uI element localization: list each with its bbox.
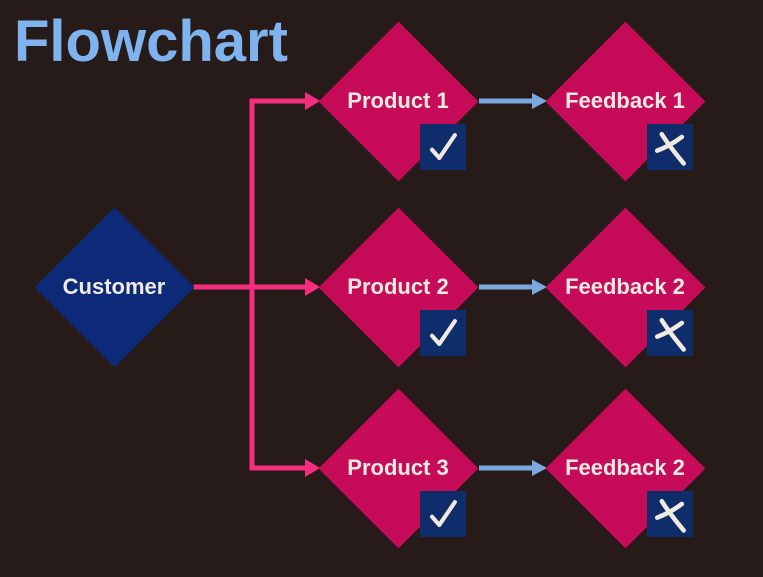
node-label: Feedback 2: [565, 274, 685, 299]
node-label: Product 2: [347, 274, 449, 299]
pink-connector-lines: [193, 98, 309, 471]
page-title: Flowchart: [14, 9, 288, 74]
node-product-1: Product 1: [318, 21, 478, 181]
node-label: Product 1: [347, 88, 449, 113]
cross-icon: [647, 124, 693, 170]
check-icon: [420, 124, 466, 170]
edges-products-to-feedbacks: [479, 93, 547, 476]
node-product-2: Product 2: [318, 207, 478, 367]
node-label: Product 3: [347, 455, 449, 480]
arrowhead-to-product-2: [305, 278, 320, 296]
node-product-3: Product 3: [318, 388, 478, 548]
node-label: Customer: [62, 274, 166, 299]
check-icon: [420, 491, 466, 537]
node-feedback-3: Feedback 2: [545, 388, 705, 548]
node-feedback-2: Feedback 2: [545, 207, 705, 367]
node-label: Feedback 1: [565, 88, 685, 113]
node-label: Feedback 2: [565, 455, 685, 480]
arrowhead-to-product-3: [305, 459, 320, 477]
arrowhead-to-feedback-3: [532, 460, 547, 476]
arrowhead-to-feedback-2: [532, 279, 547, 295]
arrowhead-to-product-1: [305, 92, 320, 110]
cross-icon: [647, 491, 693, 537]
arrowhead-to-feedback-1: [532, 93, 547, 109]
check-icon: [420, 310, 466, 356]
node-customer: Customer: [34, 207, 194, 367]
edges-customer-to-products: [193, 92, 320, 477]
cross-icon: [647, 310, 693, 356]
node-feedback-1: Feedback 1: [545, 21, 705, 181]
